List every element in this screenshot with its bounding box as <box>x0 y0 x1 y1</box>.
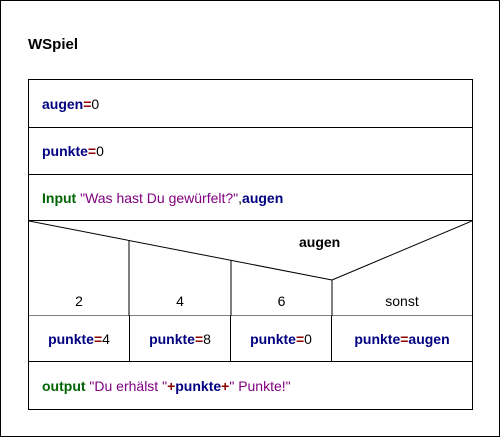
input-prompt: "Was hast Du gewürfelt?" <box>80 189 239 206</box>
structogram: augen=0 punkte=0 Input "Was hast Du gewü… <box>28 79 473 410</box>
output-string-1: "Du erhälst " <box>89 377 168 394</box>
case-assign-value: 8 <box>203 330 211 347</box>
case-assign-value: 0 <box>304 330 312 347</box>
case-assign-var: punkte <box>250 330 296 347</box>
case-label-sonst: sonst <box>385 293 419 309</box>
case-label-4: 4 <box>176 293 184 309</box>
switch-left-diagonal <box>29 220 333 281</box>
input-var: augen <box>242 189 284 206</box>
case-cell-sonst: punkte=augen <box>332 316 472 361</box>
case-assign-value: 4 <box>102 330 110 347</box>
case-cell-2: punkte=4 <box>29 316 130 361</box>
assign-op: = <box>83 95 92 112</box>
switch-header-lines <box>29 220 472 316</box>
case-assign-var: punkte <box>48 330 94 347</box>
case-assign-value: augen <box>408 330 450 347</box>
assign-punkte-row: punkte=0 <box>29 128 472 175</box>
output-row: output "Du erhälst "+punkte+" Punkte!" <box>29 361 472 409</box>
input-row: Input "Was hast Du gewürfelt?",augen <box>29 175 472 221</box>
assign-op: = <box>87 143 97 159</box>
case-label-2: 2 <box>75 293 83 309</box>
case-cell-6: punkte=0 <box>231 316 332 361</box>
switch-variable: augen <box>299 234 341 250</box>
input-keyword: Input <box>42 189 77 206</box>
case-label-6: 6 <box>277 293 286 309</box>
case-cell-4: punkte=8 <box>130 316 231 361</box>
output-keyword: output <box>42 377 86 394</box>
input-sep: , <box>238 189 243 206</box>
switch-right-diagonal <box>331 220 472 281</box>
case-assign-op: = <box>400 330 409 347</box>
assign-var: augen <box>42 95 84 112</box>
case-assign-var: punkte <box>354 330 401 347</box>
assign-augen-row: augen=0 <box>29 80 472 128</box>
case-assign-op: = <box>194 330 204 347</box>
assign-value: 0 <box>91 95 100 112</box>
output-string-2: " Punkte!" <box>229 377 291 394</box>
diagram-title: WSpiel <box>28 36 79 53</box>
case-assign-op: = <box>93 330 103 347</box>
output-plus-2: + <box>221 377 230 394</box>
case-assign-op: = <box>295 330 305 347</box>
output-plus-1: + <box>167 377 176 394</box>
assign-var: punkte <box>42 143 88 159</box>
output-var: punkte <box>175 377 222 394</box>
case-assign-var: punkte <box>149 330 195 347</box>
assign-value: 0 <box>96 143 104 159</box>
